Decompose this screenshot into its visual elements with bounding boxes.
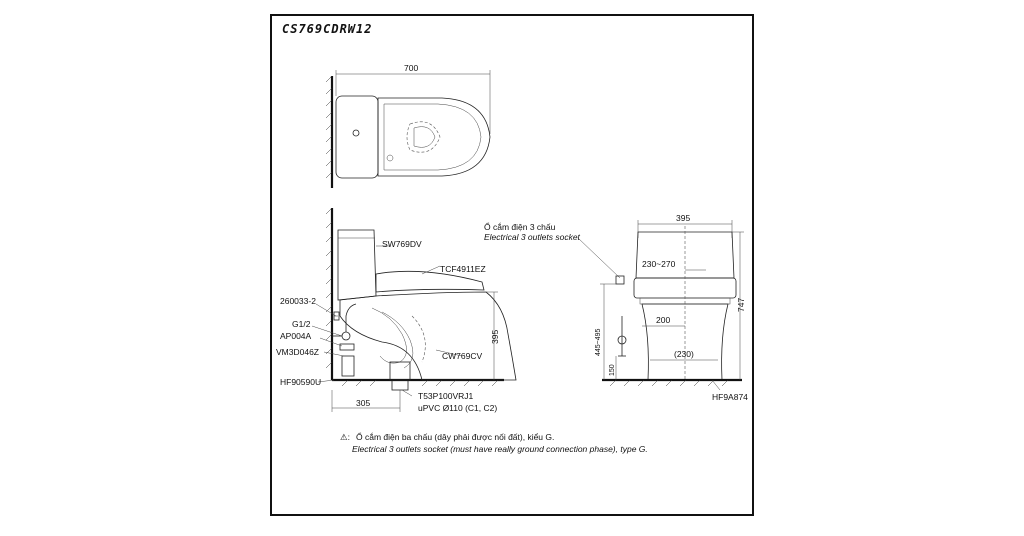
label-tcf4911ez: TCF4911EZ xyxy=(440,264,486,274)
dim-230: (230) xyxy=(674,349,694,359)
label-t53p100vrj1: T53P100VRJ1 xyxy=(418,391,474,401)
model-code: CS769CDRW12 xyxy=(282,22,373,36)
side-view-wall-hatch xyxy=(325,207,333,369)
dim-747: 747 xyxy=(736,298,746,312)
socket-label-vn: Ổ cắm điện 3 chấu xyxy=(484,221,556,232)
label-cw769cv: CW769CV xyxy=(442,351,482,361)
connector xyxy=(339,343,355,351)
label-vm3d046z: VM3D046Z xyxy=(276,347,319,357)
label-hf90590u: HF90590U xyxy=(280,377,321,387)
side-view-seat xyxy=(375,270,485,293)
wall-outlet xyxy=(333,311,340,321)
top-view-bowl-opening xyxy=(406,121,441,153)
top-view-wall-hatch xyxy=(325,75,333,179)
label-ap004a: AP004A xyxy=(280,331,312,341)
dim-305: 305 xyxy=(356,398,370,408)
drawing-sheet: CS769CDRW12 700 xyxy=(270,14,754,516)
socket-leader xyxy=(577,237,621,279)
front-view: 395 230~270 xyxy=(595,213,748,402)
side-view-trapway xyxy=(371,307,407,364)
dim-445-495: 445~495 xyxy=(595,328,602,356)
side-view-bowl xyxy=(339,291,517,381)
note-en: Electrical 3 outlets socket (must have r… xyxy=(352,444,648,454)
top-view: 700 xyxy=(325,63,491,188)
angle-valve xyxy=(341,331,351,341)
flush-button xyxy=(352,129,360,137)
top-view-seat xyxy=(377,97,491,177)
note-vn: Ổ cắm điện ba chấu (dây phải được nối đấ… xyxy=(356,431,554,442)
label-upvc: uPVC Ø110 (C1, C2) xyxy=(418,403,497,413)
label-hf9a874: HF9A874 xyxy=(712,392,748,402)
dim-395: 395 xyxy=(490,330,500,344)
dim-front-395: 395 xyxy=(676,213,690,223)
socket-callout: Ổ cắm điện 3 chấu Electrical 3 outlets s… xyxy=(484,221,625,285)
notes: ⚠: Ổ cắm điện ba chấu (dây phải được nối… xyxy=(340,431,648,454)
dim-700: 700 xyxy=(404,63,418,73)
drain-pipe xyxy=(391,379,409,391)
drain-outlet xyxy=(389,361,411,381)
side-view-tank xyxy=(337,229,377,301)
label-g12: G1/2 xyxy=(292,319,311,329)
side-view-floor-hatch xyxy=(341,379,499,387)
technical-drawing: 700 xyxy=(276,63,748,454)
supply-hose xyxy=(345,303,357,332)
side-view: 395 305 SW769DV TCF4911EZ 260033-2 G1/2 … xyxy=(276,207,517,413)
note-symbol: ⚠: xyxy=(340,432,350,442)
label-sw769dv: SW769DV xyxy=(382,239,422,249)
socket-label-en: Electrical 3 outlets socket xyxy=(484,232,581,242)
socket-symbol xyxy=(615,275,625,285)
trap-fitting xyxy=(341,355,355,377)
label-260033-2: 260033-2 xyxy=(280,296,316,306)
dim-230-270: 230~270 xyxy=(642,259,676,269)
dim-200: 200 xyxy=(656,315,670,325)
top-view-tank xyxy=(335,95,379,179)
dim-150: 150 xyxy=(609,364,616,376)
top-view-control xyxy=(386,154,394,162)
